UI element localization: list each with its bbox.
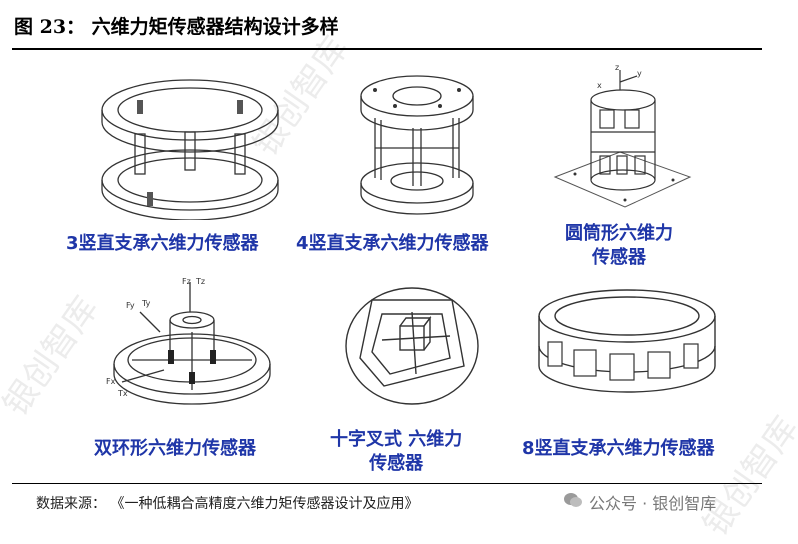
- axis-z-label: z: [615, 63, 619, 72]
- axis-y-label: y: [637, 69, 642, 78]
- axis-fy-label: Fy: [126, 301, 135, 310]
- brand-label: 公众号 · 银创智库: [589, 494, 717, 513]
- axis-tx-label: Tx: [117, 389, 128, 398]
- wechat-icon: [563, 492, 583, 512]
- watermark-text: 银创智库: [695, 409, 798, 544]
- caption-3-support: 3竖直支承六维力传感器: [66, 233, 259, 254]
- sensor-8-support-illustration: [532, 286, 722, 406]
- axis-x-label: x: [597, 81, 602, 90]
- source-divider: [12, 483, 762, 484]
- axis-fz-label: Fz: [182, 277, 191, 286]
- wechat-brand: 公众号 · 银创智库: [563, 490, 716, 514]
- caption-cross: 十字叉式 六维力 传感器: [330, 428, 462, 476]
- sensor-4-support-illustration: [355, 68, 480, 218]
- caption-8-support: 8竖直支承六维力传感器: [522, 438, 715, 459]
- caption-cylinder-line1: 圆筒形六维力: [565, 223, 673, 244]
- sensor-cross-illustration: [342, 278, 482, 408]
- caption-cross-line1: 十字叉式 六维力: [330, 429, 463, 450]
- axis-tz-label: Tz: [195, 277, 205, 286]
- sensor-double-ring-illustration: Fz Tz Fy Ty Fx Tx: [92, 272, 282, 412]
- sensor-3-support-illustration: [95, 70, 285, 220]
- caption-double-ring: 双环形六维力传感器: [94, 438, 256, 459]
- axis-fx-label: Fx: [106, 377, 116, 386]
- axis-ty-label: Ty: [141, 299, 151, 308]
- sensor-cylinder-illustration: z y x: [545, 62, 695, 217]
- caption-cross-line2: 传感器: [369, 453, 424, 474]
- figure-title: 图 23： 六维力矩传感器结构设计多样: [14, 16, 339, 38]
- caption-4-support: 4竖直支承六维力传感器: [296, 233, 489, 254]
- caption-cylinder: 圆筒形六维力 传感器: [565, 222, 673, 270]
- watermark-text: 银创智库: [0, 289, 107, 424]
- caption-cylinder-line2: 传感器: [592, 247, 646, 268]
- title-divider: [12, 48, 762, 50]
- source-note: 数据来源： 《一种低耦合高精度六维力矩传感器设计及应用》: [36, 496, 419, 512]
